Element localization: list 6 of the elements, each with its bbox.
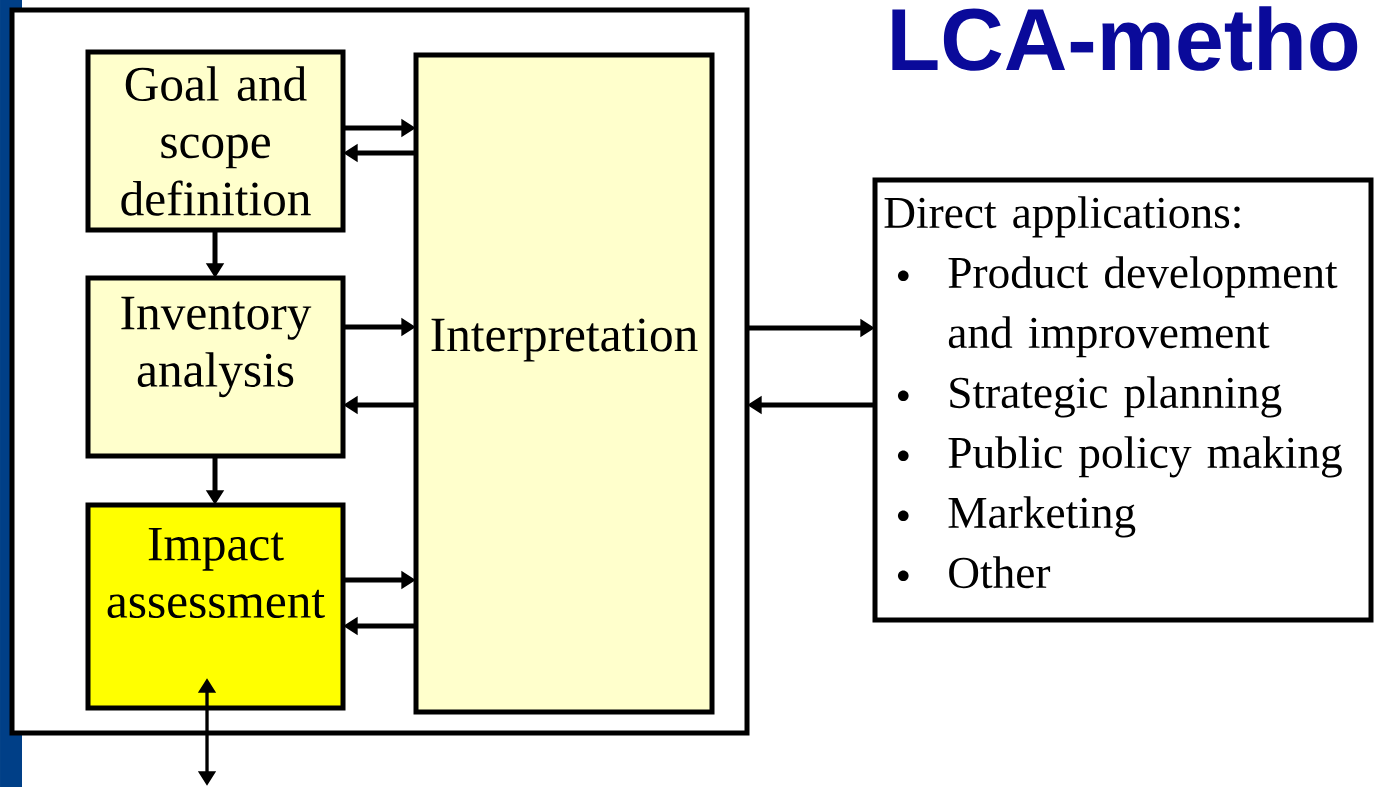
process-box: Impact assessment <box>85 502 346 711</box>
interpretation-box: Interpretation <box>413 52 715 715</box>
process-box: Inventory analysis <box>85 275 346 459</box>
title: LCA-metho <box>892 6 1358 71</box>
application-box: Direct applications: Product development and improvement Strategic planning Public policy making Marketing Other <box>872 177 1374 623</box>
process-box: Goal and scope definition <box>85 49 346 233</box>
